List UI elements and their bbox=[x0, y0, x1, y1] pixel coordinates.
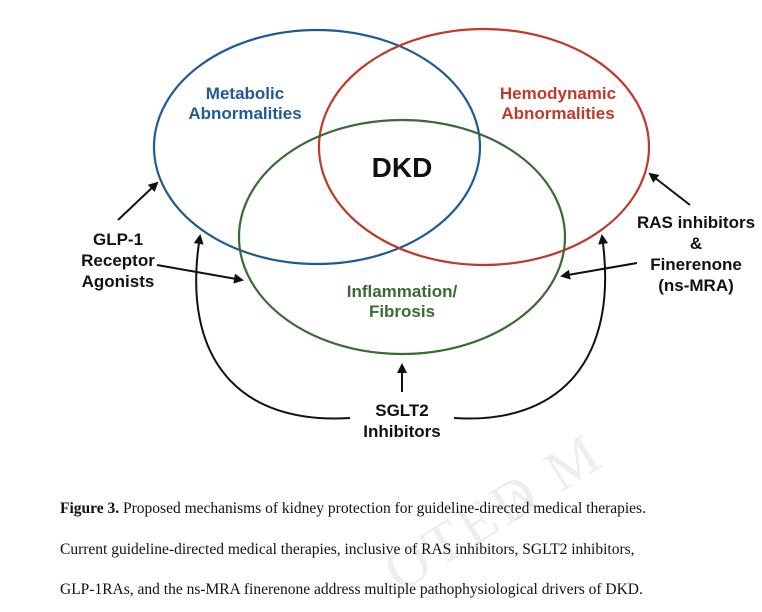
sglt2-to-hemodynamic-arrow bbox=[453, 234, 609, 420]
dkd-label: DKD bbox=[372, 152, 433, 183]
glp1-to-metabolic-arrow bbox=[117, 181, 159, 221]
hemodynamic-circle bbox=[317, 27, 651, 267]
figure-caption-line1: Figure 3. Proposed mechanisms of kidney … bbox=[60, 500, 750, 518]
ras-label-line1: RAS inhibitors bbox=[637, 213, 755, 232]
ras-to-hemodynamic-arrow bbox=[648, 172, 691, 206]
glp1-label-line2: Receptor bbox=[81, 251, 155, 270]
figure-label: Figure 3. bbox=[60, 500, 120, 517]
sglt2-to-metabolic-arrow bbox=[193, 234, 351, 420]
ras-label-line4: (ns-MRA) bbox=[658, 276, 734, 295]
sglt2-label-line2: Inhibitors bbox=[363, 422, 440, 441]
metabolic-label-line2: Abnormalities bbox=[188, 104, 301, 123]
glp1-label-line1: GLP-1 bbox=[93, 230, 143, 249]
inflammation-label-line2: Fibrosis bbox=[369, 302, 435, 321]
ras-label-line2: & bbox=[690, 234, 702, 253]
glp1-to-inflammation-arrow bbox=[156, 264, 244, 284]
sglt2-label-line1: SGLT2 bbox=[375, 401, 429, 420]
figure-caption-line3: GLP-1RAs, and the ns-MRA finerenone addr… bbox=[60, 581, 643, 598]
ras-label-line3: Finerenone bbox=[650, 255, 742, 274]
ras-to-inflammation-arrow bbox=[560, 262, 638, 280]
metabolic-circle bbox=[152, 28, 482, 266]
venn-diagram: Metabolic Abnormalities Hemodynamic Abno… bbox=[81, 27, 755, 441]
figure-caption-line2: Current guideline-directed medical thera… bbox=[60, 541, 635, 558]
metabolic-label-line1: Metabolic bbox=[206, 84, 284, 103]
inflammation-circle bbox=[237, 118, 567, 356]
hemodynamic-label-line2: Abnormalities bbox=[501, 104, 614, 123]
inflammation-label-line1: Inflammation/ bbox=[347, 282, 458, 301]
glp1-label-line3: Agonists bbox=[82, 272, 155, 291]
hemodynamic-label-line1: Hemodynamic bbox=[500, 84, 616, 103]
caption-text-1: Proposed mechanisms of kidney protection… bbox=[119, 500, 646, 517]
